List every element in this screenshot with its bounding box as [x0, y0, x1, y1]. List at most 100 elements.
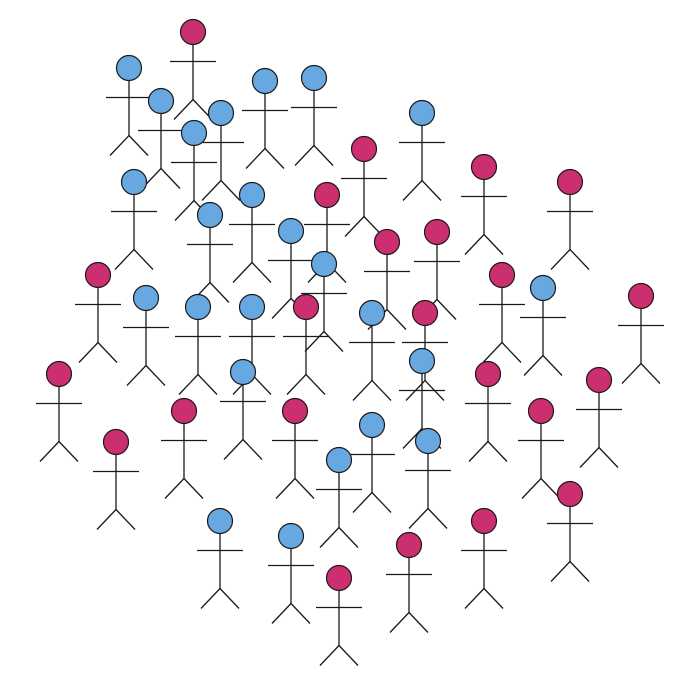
pink-head-circle [411, 299, 439, 327]
pink-stick-figure [576, 366, 622, 468]
blue-head-circle [180, 119, 208, 147]
figure-right-leg [251, 262, 272, 283]
pink-head-circle [281, 397, 309, 425]
blue-stick-figure [197, 507, 243, 609]
pink-head-circle [470, 507, 498, 535]
blue-stick-figure [399, 347, 445, 449]
figure-right-leg [421, 180, 442, 201]
blue-head-circle [300, 64, 328, 92]
figure-left-leg [550, 561, 571, 582]
blue-head-circle [414, 427, 442, 455]
blue-head-circle [408, 99, 436, 127]
figure-right-leg [338, 645, 359, 666]
figure-left-leg [173, 99, 194, 120]
figure-left-leg [468, 441, 489, 462]
pink-stick-figure [479, 261, 525, 363]
figure-right-leg [323, 331, 344, 352]
figure-right-leg [483, 588, 504, 609]
figure-right-leg [294, 478, 315, 499]
figure-left-leg [39, 441, 60, 462]
pink-stick-figure [386, 531, 432, 633]
pink-head-circle [395, 531, 423, 559]
figure-left-leg [223, 439, 244, 460]
figure-left-leg [275, 478, 296, 499]
blue-stick-figure [399, 99, 445, 201]
pink-stick-figure [547, 480, 593, 582]
figure-right-leg [487, 441, 508, 462]
blue-stick-figure [138, 87, 184, 189]
figure-right-leg [569, 249, 590, 270]
figure-right-leg [640, 363, 661, 384]
blue-head-circle [229, 358, 257, 386]
blue-stick-figure [349, 411, 395, 513]
blue-head-circle [325, 446, 353, 474]
figure-left-leg [389, 612, 410, 633]
pink-head-circle [373, 228, 401, 256]
figure-left-leg [482, 342, 503, 363]
blue-head-circle [277, 522, 305, 550]
pink-stick-figure [341, 135, 387, 237]
pink-stick-figure [272, 397, 318, 499]
pink-head-circle [350, 135, 378, 163]
blue-stick-figure [123, 284, 169, 386]
figure-right-leg [542, 355, 563, 376]
blue-head-circle [196, 201, 224, 229]
blue-head-circle [238, 181, 266, 209]
pink-stick-figure [36, 360, 82, 462]
pink-head-circle [585, 366, 613, 394]
figure-left-leg [523, 355, 544, 376]
figure-left-leg [114, 249, 135, 270]
figure-right-leg [97, 342, 118, 363]
figure-right-leg [371, 380, 392, 401]
pink-head-circle [45, 360, 73, 388]
figure-right-leg [58, 441, 79, 462]
figure-left-leg [286, 374, 307, 395]
figure-right-leg [183, 478, 204, 499]
figure-right-leg [209, 282, 230, 303]
figure-left-leg [109, 135, 130, 156]
figure-left-leg [344, 216, 365, 237]
figure-right-leg [264, 148, 285, 169]
pink-stick-figure [283, 293, 329, 395]
figure-right-leg [133, 249, 154, 270]
blue-head-circle [238, 293, 266, 321]
pink-head-circle [292, 293, 320, 321]
figure-left-leg [126, 365, 147, 386]
pink-stick-figure [170, 18, 216, 120]
blue-head-circle [206, 507, 234, 535]
figure-right-leg [501, 342, 522, 363]
pink-stick-figure [618, 282, 664, 384]
figure-right-leg [569, 561, 590, 582]
figure-left-leg [464, 234, 485, 255]
pink-head-circle [527, 397, 555, 425]
figure-left-leg [352, 380, 373, 401]
blue-stick-figure [229, 293, 275, 395]
figure-right-leg [371, 492, 392, 513]
figure-left-leg [271, 298, 292, 319]
figure-left-leg [521, 478, 542, 499]
figure-right-leg [305, 374, 326, 395]
figure-left-leg [621, 363, 642, 384]
figure-left-leg [271, 603, 292, 624]
pink-head-circle [627, 282, 655, 310]
pink-stick-figure [547, 168, 593, 270]
figure-right-leg [540, 478, 561, 499]
figure-left-leg [352, 492, 373, 513]
pink-stick-figure [93, 428, 139, 530]
figure-left-leg [164, 478, 185, 499]
pink-stick-figure [161, 397, 207, 499]
blue-stick-figure [520, 274, 566, 376]
pink-stick-figure [75, 261, 121, 363]
pink-head-circle [556, 168, 584, 196]
blue-stick-figure [405, 427, 451, 529]
figure-left-leg [245, 148, 266, 169]
blue-head-circle [132, 284, 160, 312]
figure-right-leg [145, 365, 166, 386]
pink-head-circle [313, 181, 341, 209]
figure-left-leg [550, 249, 571, 270]
blue-stick-figure [187, 201, 233, 303]
pink-head-circle [423, 218, 451, 246]
pink-head-circle [102, 428, 130, 456]
figure-right-leg [598, 447, 619, 468]
